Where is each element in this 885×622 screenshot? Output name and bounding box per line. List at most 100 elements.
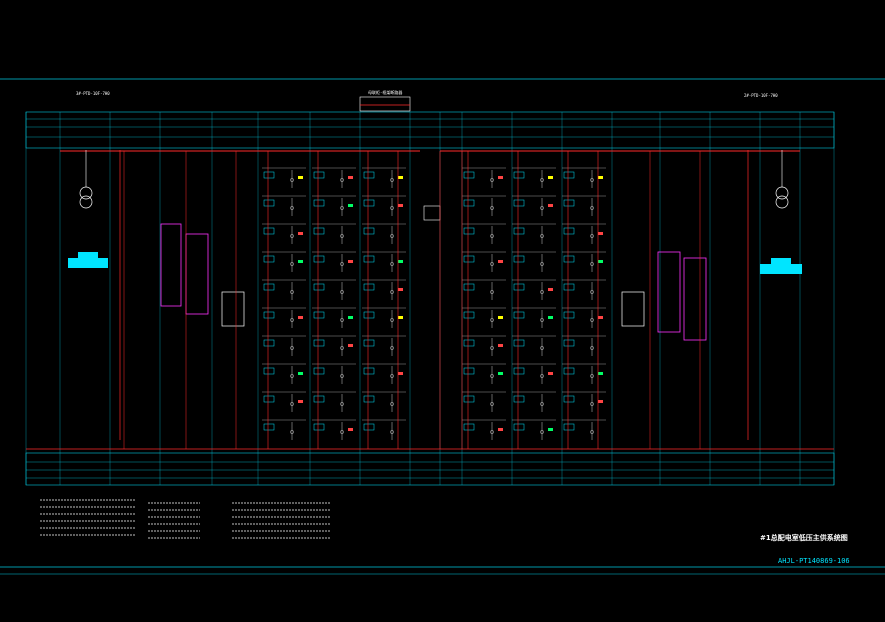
alarm-indicator: [398, 204, 403, 207]
breaker-symbol: [463, 227, 475, 235]
right-transformer-label: 2#-PTD-10F-7H0: [744, 93, 778, 98]
ct-symbol: [540, 374, 544, 378]
breaker-symbol: [263, 171, 275, 179]
breaker-symbol: [563, 423, 575, 431]
alarm-indicator: [298, 316, 303, 319]
breaker-symbol: [263, 311, 275, 319]
ct-symbol: [390, 346, 394, 350]
breaker-symbol: [263, 339, 275, 347]
breaker-symbol: [463, 283, 475, 291]
breaker-symbol: [513, 255, 525, 263]
left-transformer: [68, 150, 121, 440]
alarm-indicator: [548, 204, 553, 207]
ct-symbol: [390, 290, 394, 294]
status-indicator: [598, 260, 603, 263]
breaker-symbol: [463, 395, 475, 403]
ct-symbol: [340, 262, 344, 266]
ct-symbol: [390, 262, 394, 266]
warning-indicator: [398, 316, 403, 319]
status-indicator: [548, 316, 553, 319]
ct-symbol: [540, 206, 544, 210]
left-transformer-label: 3#-PTD-10F-7H0: [76, 91, 110, 96]
alarm-indicator: [498, 260, 503, 263]
breaker-symbol: [363, 339, 375, 347]
ct-symbol: [490, 318, 494, 322]
status-indicator: [548, 428, 553, 431]
left-capacitor-compensation-box: [160, 223, 182, 307]
alarm-indicator: [498, 176, 503, 179]
ct-symbol: [540, 290, 544, 294]
breaker-symbol: [463, 339, 475, 347]
alarm-indicator: [548, 372, 553, 375]
ct-symbol: [490, 206, 494, 210]
ct-symbol: [590, 430, 594, 434]
feeder-circuits: [262, 167, 606, 440]
breaker-symbol: [313, 283, 325, 291]
ct-symbol: [290, 346, 294, 350]
breaker-symbol: [563, 199, 575, 207]
ct-symbol: [340, 290, 344, 294]
ct-symbol: [590, 346, 594, 350]
ct-symbol: [390, 374, 394, 378]
drawing-title: #1总配电室低压主供系统图: [760, 533, 848, 542]
breaker-symbol: [513, 423, 525, 431]
breaker-symbol: [563, 339, 575, 347]
breaker-symbol: [463, 255, 475, 263]
ct-symbol: [540, 234, 544, 238]
bus-tie-label: 母联柜-框架断路器: [368, 89, 402, 95]
status-indicator: [498, 372, 503, 375]
breaker-symbol: [563, 311, 575, 319]
alarm-indicator: [548, 288, 553, 291]
breaker-symbol: [363, 367, 375, 375]
status-indicator: [348, 204, 353, 207]
breaker-symbol: [513, 367, 525, 375]
breaker-symbol: [363, 227, 375, 235]
breaker-symbol: [263, 227, 275, 235]
breaker-symbol: [313, 171, 325, 179]
breaker-symbol: [513, 395, 525, 403]
ct-symbol: [290, 430, 294, 434]
ct-symbol: [590, 262, 594, 266]
alarm-indicator: [298, 400, 303, 403]
alarm-indicator: [348, 176, 353, 179]
ct-symbol: [590, 178, 594, 182]
breaker-symbol: [563, 255, 575, 263]
panel-column-dividers: [25, 112, 835, 485]
ct-symbol: [340, 206, 344, 210]
breaker-symbol: [263, 255, 275, 263]
ct-symbol: [390, 234, 394, 238]
breaker-symbol: [313, 339, 325, 347]
breaker-symbol: [363, 311, 375, 319]
ct-symbol: [590, 318, 594, 322]
feeder-drops: [123, 151, 701, 449]
ct-symbol: [290, 402, 294, 406]
status-indicator: [398, 260, 403, 263]
ct-symbol: [390, 430, 394, 434]
breaker-symbol: [263, 283, 275, 291]
breaker-symbol: [513, 171, 525, 179]
status-indicator: [298, 372, 303, 375]
breaker-symbol: [263, 367, 275, 375]
warning-indicator: [298, 176, 303, 179]
ct-symbol: [340, 178, 344, 182]
ct-symbol: [290, 374, 294, 378]
bus-tie-header-box: [359, 96, 411, 112]
ct-symbol: [590, 206, 594, 210]
ct-symbol: [490, 262, 494, 266]
ct-symbol: [540, 346, 544, 350]
breaker-symbol: [313, 199, 325, 207]
ct-symbol: [290, 290, 294, 294]
breaker-symbol: [563, 171, 575, 179]
ct-symbol: [290, 234, 294, 238]
ct-symbol: [340, 402, 344, 406]
breaker-symbol: [513, 283, 525, 291]
breaker-symbol: [563, 395, 575, 403]
breaker-symbol: [363, 283, 375, 291]
alarm-indicator: [498, 344, 503, 347]
ct-symbol: [490, 234, 494, 238]
breaker-symbol: [313, 311, 325, 319]
alarm-indicator: [498, 428, 503, 431]
alarm-indicator: [598, 316, 603, 319]
ct-symbol: [490, 178, 494, 182]
ct-symbol: [540, 430, 544, 434]
